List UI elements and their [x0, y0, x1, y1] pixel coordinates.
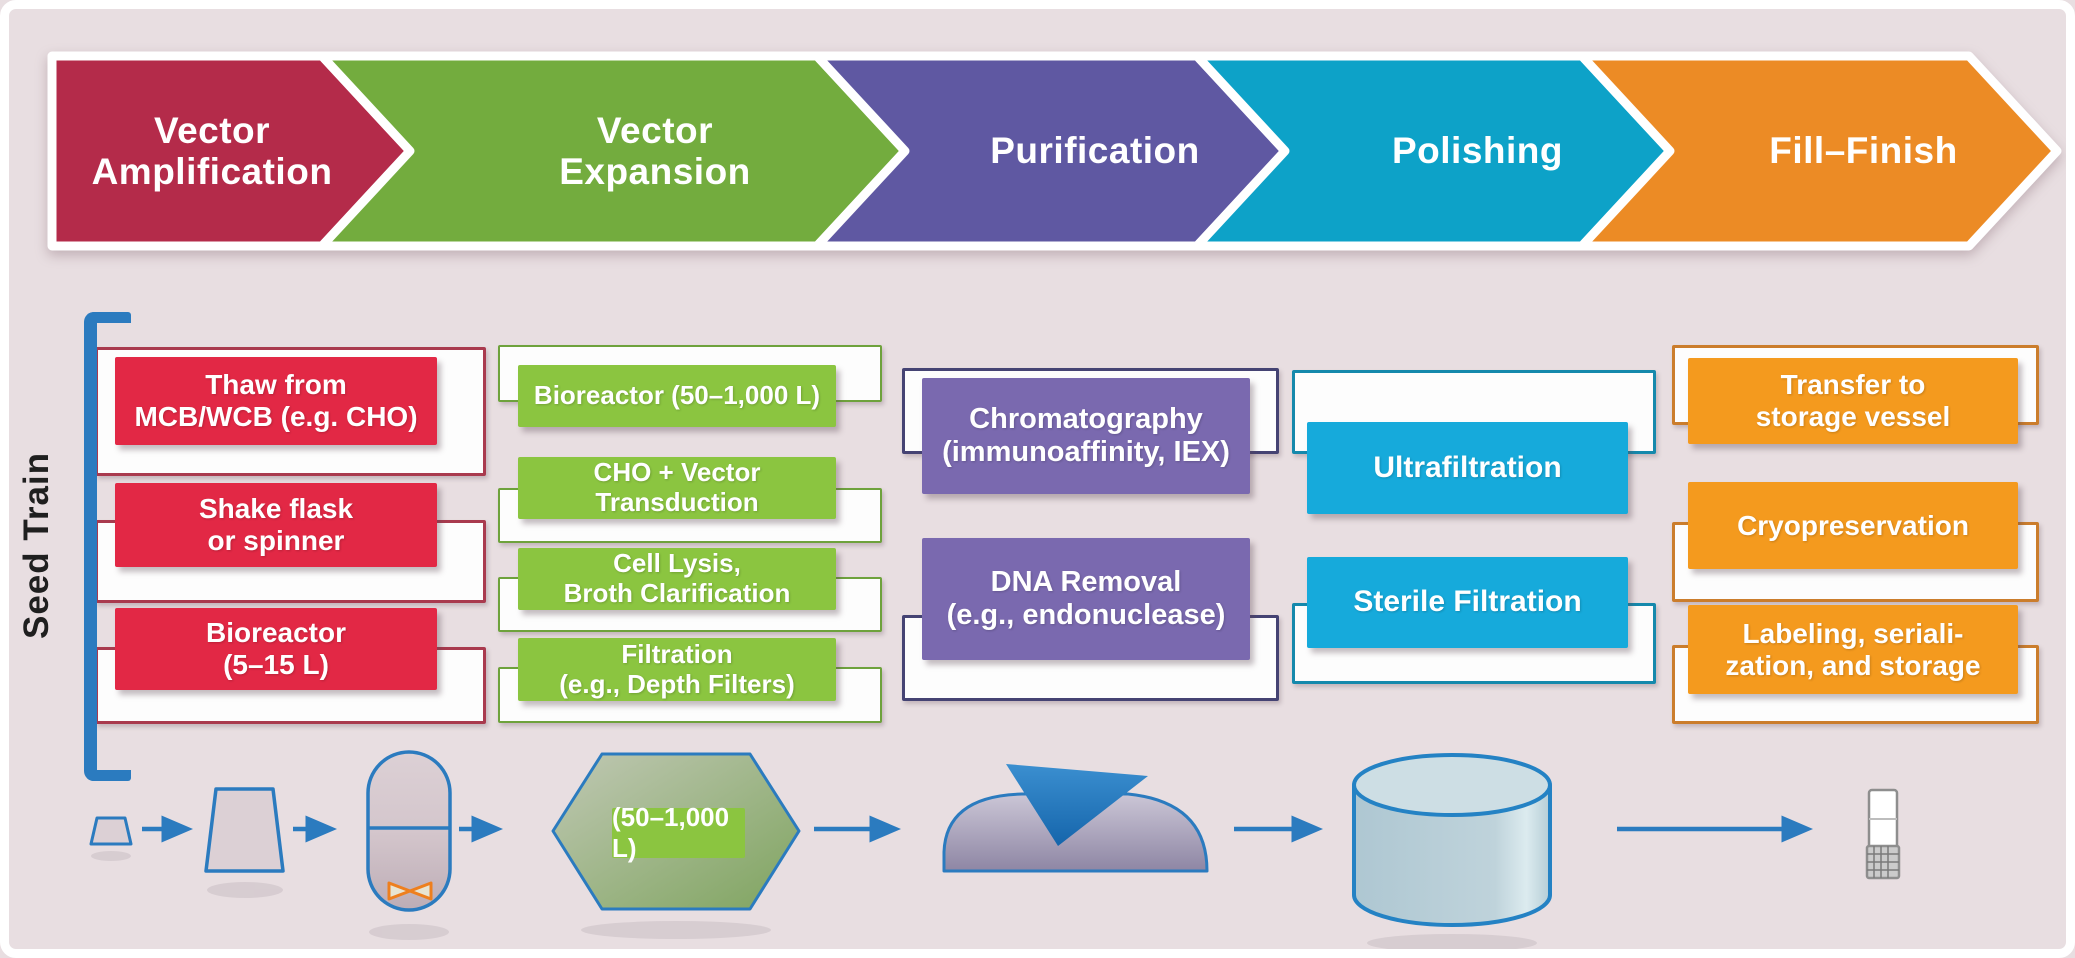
- step-box-shake-flask: Shake flask or spinner: [115, 483, 437, 567]
- stage-label-purification: Purification: [990, 130, 1200, 172]
- step-box-cho-vector-transduction: CHO + Vector Transduction: [518, 457, 836, 519]
- reflection-shadows: [91, 851, 1537, 952]
- production-bioreactor-volume-label: (50–1,000 L): [612, 802, 745, 863]
- step-box-thaw-mcb-wcb: Thaw from MCB/WCB (e.g. CHO): [115, 357, 437, 445]
- step-box-production-bioreactor: Bioreactor (50–1,000 L): [518, 365, 836, 427]
- stage-label-vector-amplification: Vector Amplification: [91, 109, 333, 192]
- stage-label-vector-expansion: Vector Expansion: [559, 109, 751, 192]
- chevron-fill-finish: [1577, 51, 2062, 251]
- impeller-icon: [387, 881, 433, 901]
- step-box-filtration: Filtration (e.g., Depth Filters): [518, 638, 836, 701]
- funnel-triangle-icon: [1006, 764, 1148, 846]
- shake-flask-icon: [204, 787, 285, 873]
- step-box-dna-removal: DNA Removal (e.g., endonuclease): [922, 538, 1250, 660]
- small-flask-icon: [89, 816, 133, 846]
- step-box-cryopreservation: Cryopreservation: [1688, 482, 2018, 569]
- seed-bioreactor-icon: [366, 750, 452, 912]
- stage-label-polishing: Polishing: [1392, 130, 1563, 172]
- step-box-labeling-serialization: Labeling, seriali- zation, and storage: [1688, 605, 2018, 694]
- cryovial-icon: [1865, 788, 1901, 880]
- step-box-transfer-storage: Transfer to storage vessel: [1688, 358, 2018, 444]
- step-box-ultrafiltration: Ultrafiltration: [1307, 422, 1628, 514]
- step-box-chromatography: Chromatography (immunoaffinity, IEX): [922, 378, 1250, 494]
- equipment-train: [89, 750, 1901, 952]
- stage-label-fill-finish: Fill–Finish: [1769, 130, 1958, 172]
- process-chevron-band: [47, 51, 2062, 251]
- seed-train-label: Seed Train: [17, 451, 56, 639]
- step-box-seed-bioreactor: Bioreactor (5–15 L): [115, 608, 437, 690]
- step-box-sterile-filtration: Sterile Filtration: [1307, 557, 1628, 648]
- seed-train-bracket: [84, 312, 131, 781]
- step-box-cell-lysis: Cell Lysis, Broth Clarification: [518, 548, 836, 610]
- holding-tank-icon: [1352, 753, 1552, 927]
- chromatography-skid-icon: [942, 764, 1209, 873]
